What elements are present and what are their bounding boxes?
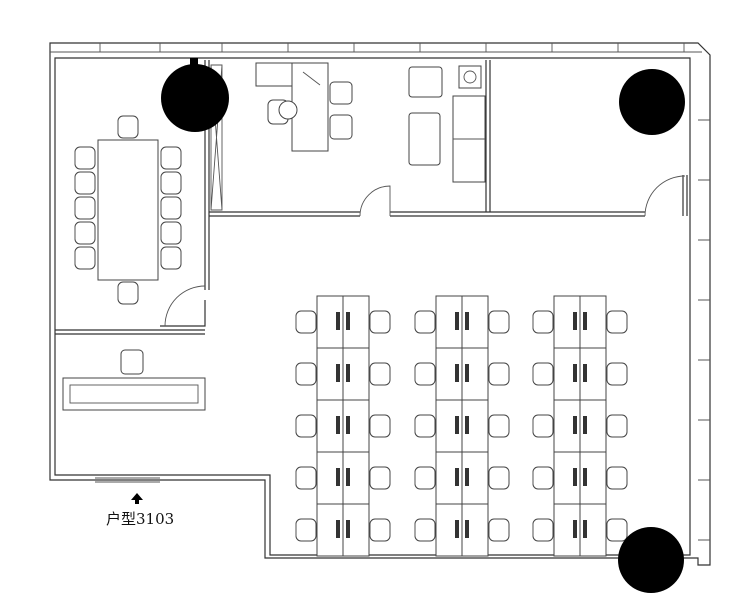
workstation-pair — [414, 399, 510, 453]
entrance — [95, 477, 160, 483]
workstation-pair — [295, 295, 391, 349]
reception-chair — [120, 349, 144, 375]
chair — [160, 146, 182, 170]
chair — [414, 466, 436, 490]
workstation-pair — [532, 503, 628, 557]
unit-label: 户型3103 — [106, 510, 175, 528]
chair — [606, 414, 628, 438]
chair — [488, 518, 510, 542]
chair — [295, 310, 317, 334]
chair — [414, 414, 436, 438]
marker-circle — [618, 527, 684, 593]
chair — [74, 171, 96, 195]
marker-circle — [161, 64, 229, 132]
workstations — [295, 295, 628, 557]
chair — [295, 414, 317, 438]
workstation-pair — [295, 451, 391, 505]
chair — [532, 518, 554, 542]
chair — [532, 414, 554, 438]
chair — [606, 362, 628, 386]
chair — [74, 196, 96, 220]
chair — [369, 466, 391, 490]
chair — [488, 310, 510, 334]
chair — [606, 518, 628, 542]
guest-chair — [329, 114, 353, 140]
workstation-pair — [532, 295, 628, 349]
chair — [74, 246, 96, 270]
workstation-pair — [295, 399, 391, 453]
chair — [369, 310, 391, 334]
chair — [488, 362, 510, 386]
chair — [414, 310, 436, 334]
chair — [369, 362, 391, 386]
chair — [532, 362, 554, 386]
chair — [160, 246, 182, 270]
chair — [117, 281, 139, 305]
guest-chair — [329, 81, 353, 105]
workstation-pair — [532, 347, 628, 401]
chair — [414, 362, 436, 386]
marker-circle — [619, 69, 685, 135]
meeting-table — [74, 115, 182, 305]
markers — [161, 58, 685, 593]
chair — [532, 310, 554, 334]
chair — [160, 196, 182, 220]
chair — [532, 466, 554, 490]
reception-desk — [62, 349, 206, 411]
chair — [117, 115, 139, 139]
chair — [295, 518, 317, 542]
chair — [295, 466, 317, 490]
chair — [369, 518, 391, 542]
arrow-up-icon — [131, 493, 143, 504]
chair — [488, 466, 510, 490]
chair — [369, 414, 391, 438]
chair — [488, 414, 510, 438]
workstation-pair — [295, 503, 391, 557]
chair — [414, 518, 436, 542]
workstation-pair — [414, 451, 510, 505]
plant — [458, 65, 482, 89]
chair — [74, 146, 96, 170]
workstation-pair — [414, 347, 510, 401]
workstation-pair — [414, 503, 510, 557]
outer-walls — [49, 42, 711, 566]
chair — [74, 221, 96, 245]
chair — [160, 171, 182, 195]
workstation-pair — [532, 451, 628, 505]
workstation-pair — [414, 295, 510, 349]
office-furniture — [255, 62, 486, 183]
coffee-table — [408, 112, 441, 166]
doors — [164, 175, 686, 327]
chair — [606, 310, 628, 334]
armchair — [408, 66, 443, 98]
workstation-pair — [295, 347, 391, 401]
chair — [160, 221, 182, 245]
workstation-pair — [532, 399, 628, 453]
chair — [606, 466, 628, 490]
chair — [295, 362, 317, 386]
